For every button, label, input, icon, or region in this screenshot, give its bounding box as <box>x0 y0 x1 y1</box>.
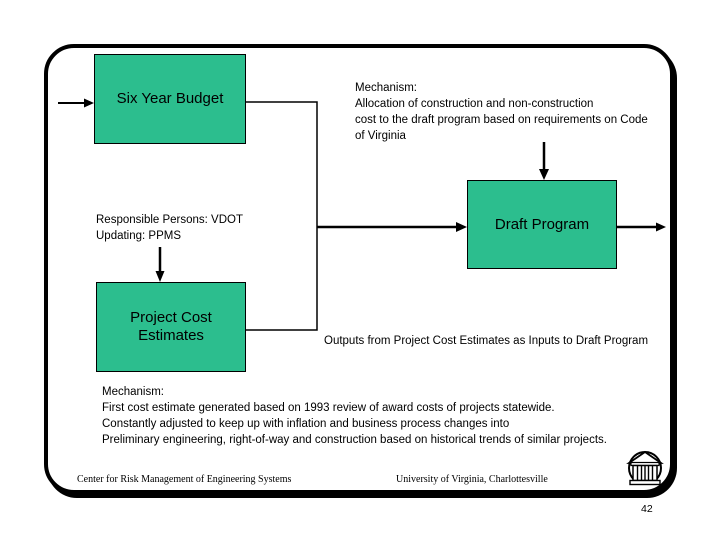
connector-arrows-layer <box>58 98 666 331</box>
box-six-year-budget-label: Six Year Budget <box>116 90 224 107</box>
outputs-caption: Outputs from Project Cost Estimates as I… <box>324 335 649 347</box>
slide-frame: Six Year Budget Draft Program Project Co… <box>44 44 674 494</box>
box-draft-program-label: Draft Program <box>494 215 590 233</box>
box-project-cost-estimates: Project Cost Estimates <box>96 282 246 372</box>
footer-university-name: University of Virginia, Charlottesville <box>396 474 548 485</box>
rotunda-logo-icon <box>626 446 664 488</box>
responsible-persons-note: Responsible Persons: VDOT Updating: PPMS <box>96 214 244 242</box>
arrow-out-of-draft-program <box>617 222 666 232</box>
bracket-connector <box>246 101 318 331</box>
mechanism-top-note: Mechanism: Allocation of construction an… <box>355 82 648 142</box>
mechanism-bottom-note: Mechanism: First cost estimate generated… <box>102 386 607 446</box>
page-number: 42 <box>641 503 653 515</box>
arrow-mechanism-to-draft-program <box>539 142 549 180</box>
box-draft-program: Draft Program <box>467 180 617 269</box>
box-six-year-budget: Six Year Budget <box>94 54 246 144</box>
arrow-into-project-cost-estimates <box>155 247 165 282</box>
arrow-into-draft-program <box>317 222 467 232</box>
footer-center-name: Center for Risk Management of Engineerin… <box>77 474 292 485</box>
box-project-cost-estimates-label: Project Cost Estimates <box>130 309 212 344</box>
arrow-into-six-year-budget <box>58 98 94 108</box>
